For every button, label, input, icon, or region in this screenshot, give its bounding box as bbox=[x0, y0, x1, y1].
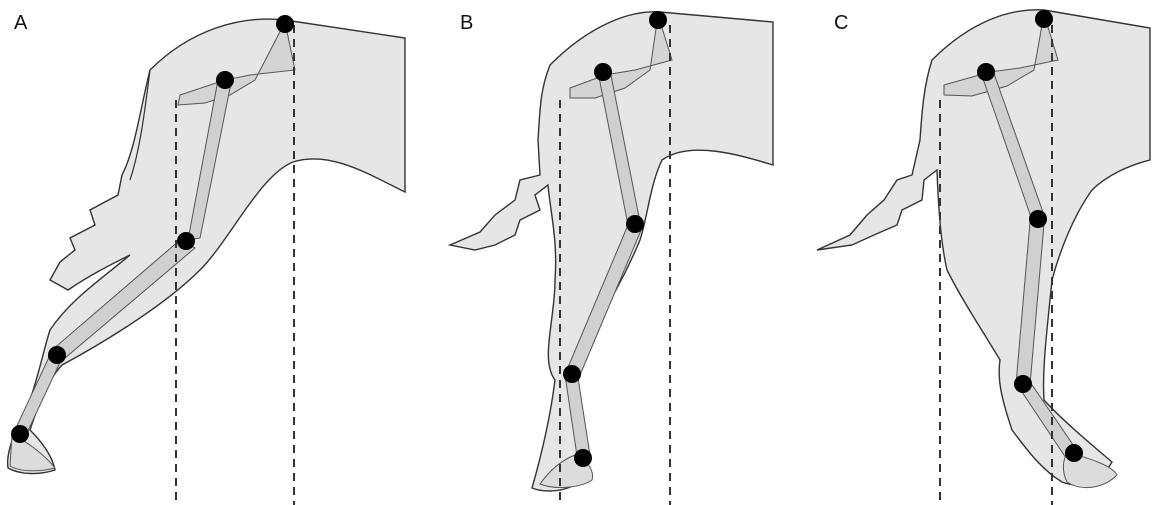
joint-marker-hock bbox=[48, 346, 66, 364]
joint-marker-knee bbox=[1029, 210, 1047, 228]
joint-marker-knee bbox=[626, 215, 644, 233]
joint-marker-hip bbox=[594, 63, 612, 81]
joint-marker-sacrum bbox=[276, 15, 294, 33]
panel-a-drawing bbox=[0, 0, 420, 505]
joint-marker-knee bbox=[177, 232, 195, 250]
panel-b-drawing bbox=[440, 0, 780, 505]
metatarsus-bone bbox=[15, 355, 62, 435]
joint-marker-hip bbox=[216, 71, 234, 89]
joint-marker-foot bbox=[11, 425, 29, 443]
joint-marker-foot bbox=[574, 449, 592, 467]
joint-marker-hock bbox=[1014, 375, 1032, 393]
panel-c-drawing bbox=[812, 0, 1152, 505]
panel-a: A bbox=[0, 0, 420, 505]
panel-c: C bbox=[812, 0, 1152, 505]
joint-marker-hip bbox=[977, 63, 995, 81]
panel-b: B bbox=[440, 0, 780, 505]
joint-marker-sacrum bbox=[649, 11, 667, 29]
joint-marker-foot bbox=[1065, 444, 1083, 462]
joint-marker-sacrum bbox=[1035, 10, 1053, 28]
joint-marker-hock bbox=[563, 365, 581, 383]
